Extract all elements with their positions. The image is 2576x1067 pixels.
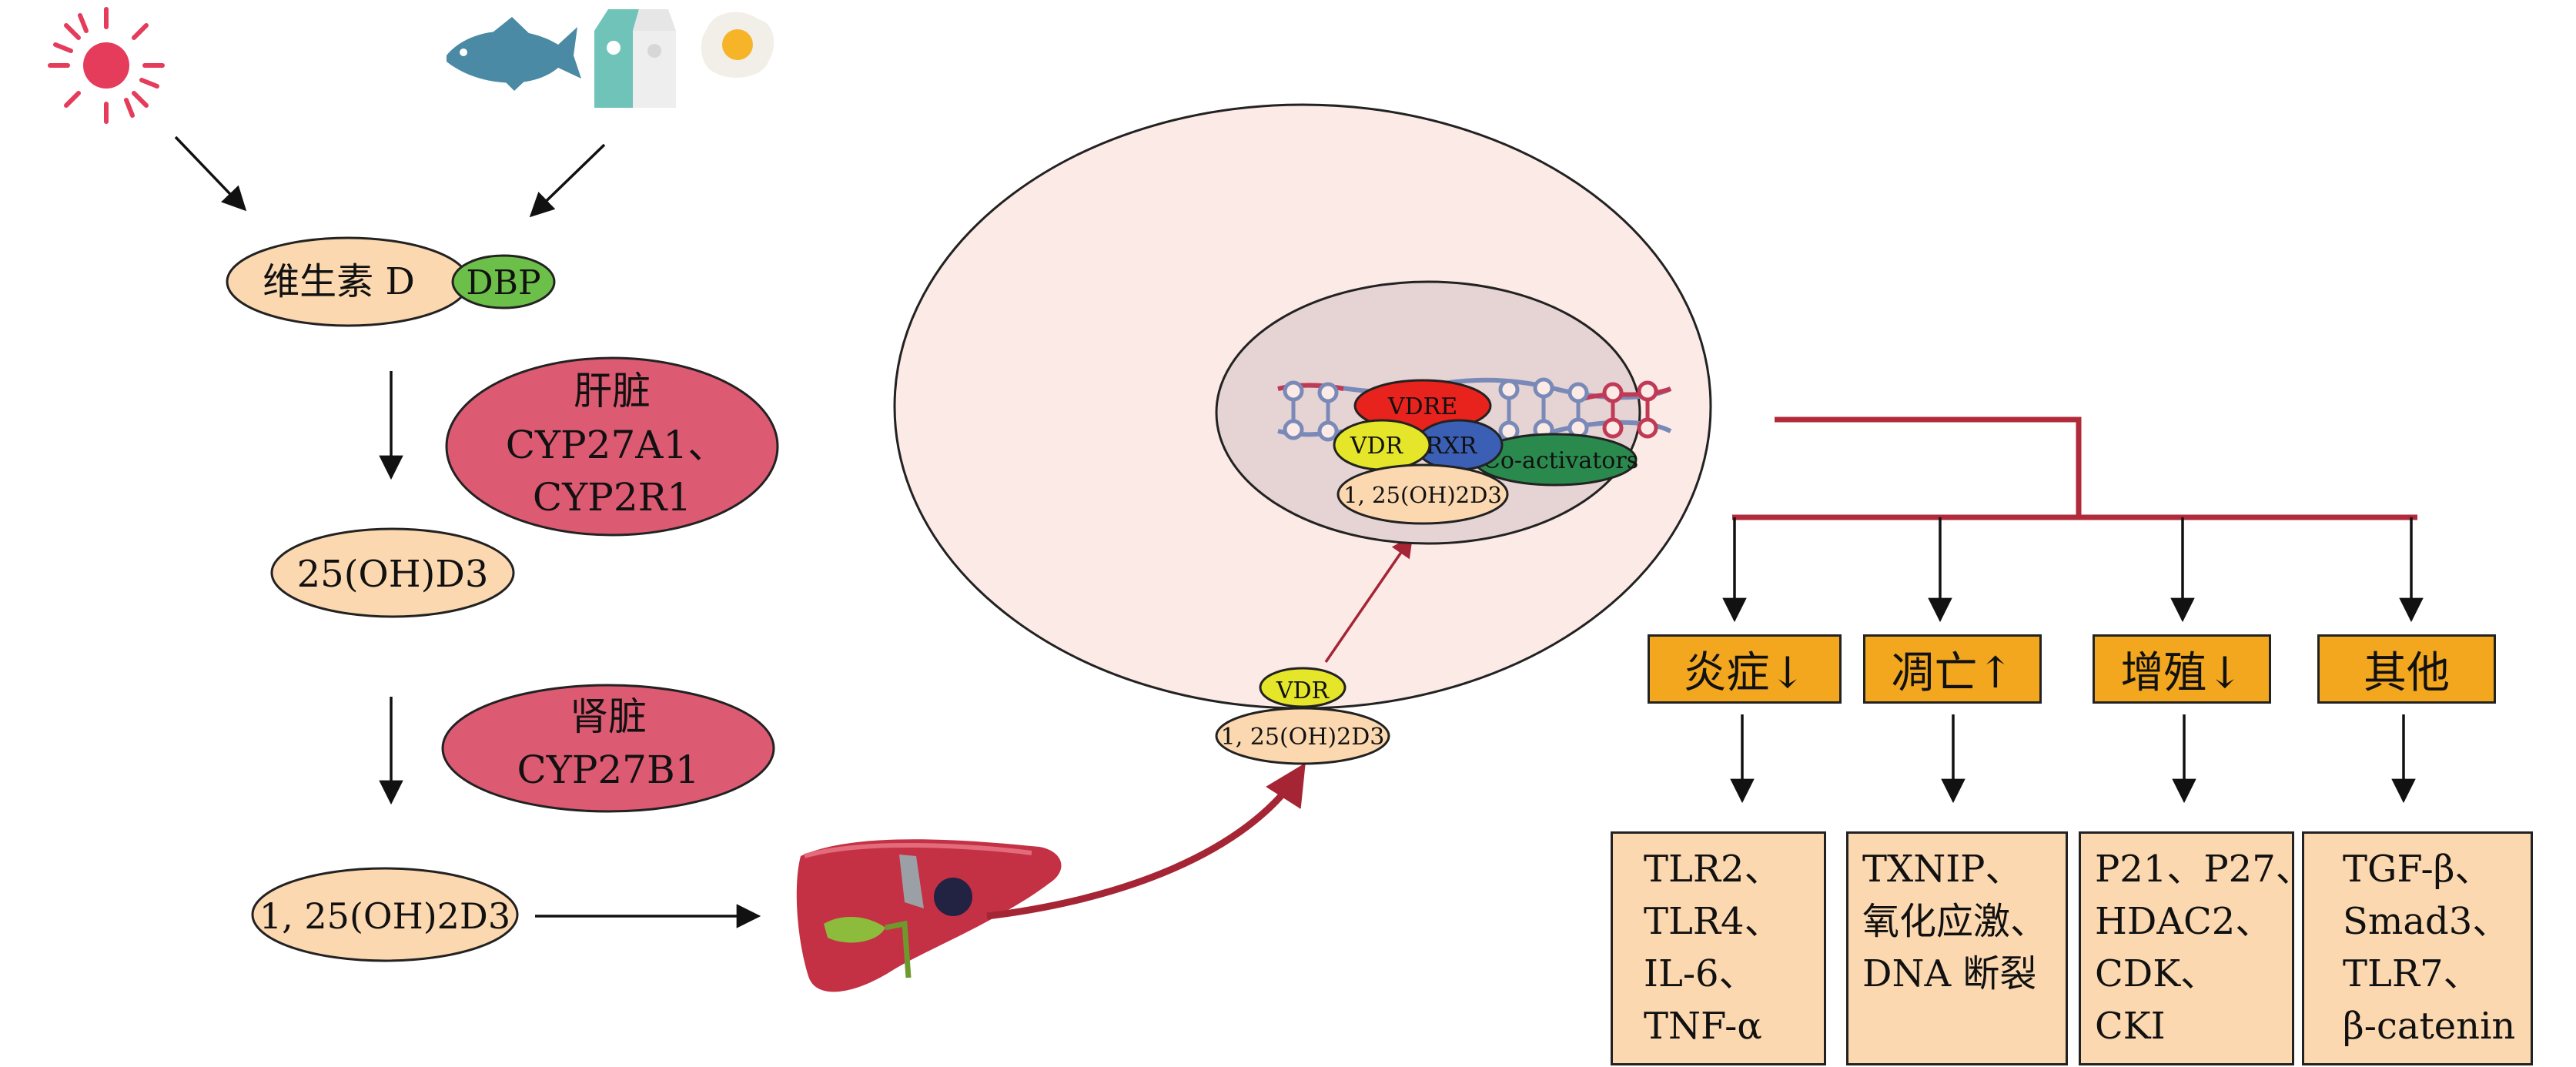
target-item: HDAC2、 bbox=[2095, 900, 2273, 943]
target-item: TLR2、 bbox=[1644, 848, 1781, 891]
kidney-enzyme-label: CYP27B1 bbox=[517, 748, 699, 792]
effect-proliferation: 增殖↓ bbox=[2093, 634, 2271, 704]
target-item: TXNIP、 bbox=[1862, 848, 2022, 891]
receptor-to-nucleus-arrow bbox=[1324, 535, 1413, 663]
metabolite1-node bbox=[270, 527, 515, 618]
inflammation-targets: TLR2、 TLR4、 IL-6、 TNF-α bbox=[1611, 831, 1826, 1065]
vdre-label: VDRE bbox=[1387, 393, 1457, 420]
target-item: 氧化应激、 bbox=[1862, 900, 2048, 943]
liver-organ-label: 肝脏 bbox=[574, 369, 651, 413]
coactivators-label: Co-activators bbox=[1483, 447, 1638, 474]
fish-icon bbox=[447, 17, 581, 91]
membrane-vdr-node bbox=[1259, 667, 1347, 708]
metabolite1-label: 25(OH)D3 bbox=[297, 553, 489, 596]
target-item: P21、P27、 bbox=[2095, 848, 2313, 891]
effect-apoptosis: 凋亡↑ bbox=[1863, 634, 2042, 704]
metabolite2-node bbox=[251, 867, 519, 962]
liver-enzyme2-label: CYP2R1 bbox=[533, 475, 691, 520]
food-to-vitd-arrow bbox=[529, 143, 606, 218]
target-item: TNF-α bbox=[1644, 1005, 1762, 1048]
dbp-label: DBP bbox=[466, 263, 540, 303]
effect-other: 其他 bbox=[2317, 634, 2496, 704]
effect-inflammation: 炎症↓ bbox=[1648, 634, 1842, 704]
liver-enzyme-label: CYP27A1、 bbox=[506, 423, 726, 467]
vdr-label: VDR bbox=[1350, 433, 1404, 460]
liver-to-cell-arrow bbox=[986, 762, 1306, 920]
target-item: TLR7、 bbox=[2343, 952, 2481, 995]
membrane-ligand-node bbox=[1215, 707, 1390, 765]
kidney-organ-label: 肾脏 bbox=[570, 694, 647, 739]
dbp-node bbox=[451, 254, 556, 309]
liver-enzyme-node bbox=[445, 356, 779, 537]
sun-to-vitd-arrow bbox=[174, 135, 247, 212]
target-item: CDK、 bbox=[2095, 952, 2218, 995]
target-item: TGF-β、 bbox=[2343, 848, 2492, 891]
rxr-label: RXR bbox=[1426, 433, 1478, 460]
membrane-vdr-label: VDR bbox=[1276, 677, 1330, 704]
metabolite2-label: 1, 25(OH)2D3 bbox=[259, 895, 510, 937]
target-item: β-catenin bbox=[2343, 1005, 2516, 1048]
proliferation-targets: P21、P27、 HDAC2、 CDK、 CKI bbox=[2079, 831, 2313, 1065]
effects-bracket bbox=[1732, 416, 2417, 520]
membrane-ligand-label: 1, 25(OH)2D3 bbox=[1221, 724, 1385, 751]
target-item: DNA 断裂 bbox=[1862, 952, 2037, 995]
target-item: Smad3、 bbox=[2343, 900, 2510, 943]
apoptosis-targets: TXNIP、 氧化应激、 DNA 断裂 bbox=[1846, 831, 2068, 1065]
liver-icon bbox=[796, 839, 1062, 992]
other-targets: TGF-β、 Smad3、 TLR7、 β-catenin bbox=[2302, 831, 2533, 1065]
target-item: CKI bbox=[2095, 1005, 2166, 1048]
milk-carton-icon bbox=[594, 9, 676, 108]
target-item: IL-6、 bbox=[1644, 952, 1756, 995]
nuclear-ligand-node bbox=[1337, 463, 1509, 525]
dna-icon bbox=[1277, 377, 1672, 443]
sun-icon bbox=[48, 7, 165, 124]
vitd-label: 维生素 D bbox=[263, 260, 415, 303]
egg-icon bbox=[701, 12, 774, 78]
nuclear-ligand-label: 1, 25(OH)2D3 bbox=[1343, 482, 1502, 508]
kidney-enzyme-node bbox=[441, 684, 775, 813]
target-item: TLR4、 bbox=[1644, 900, 1781, 943]
